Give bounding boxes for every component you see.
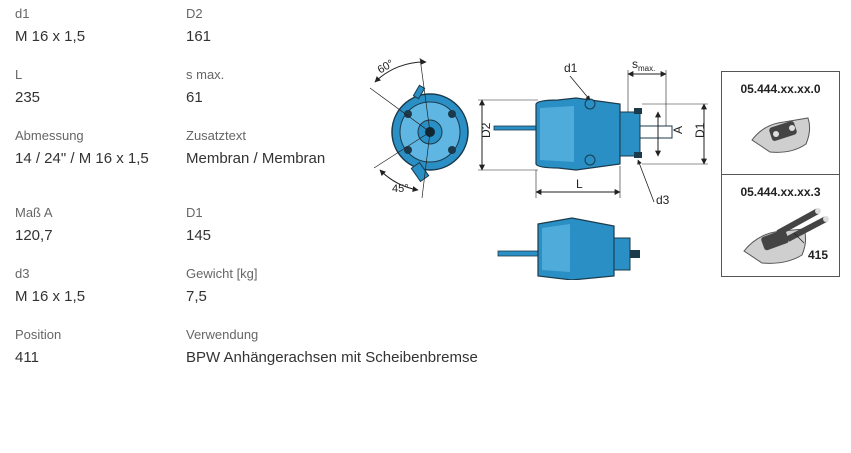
spec-L: L 235: [15, 67, 40, 107]
spec-label: Maß A: [15, 205, 53, 220]
angle-45-label: 45°: [392, 183, 409, 195]
dim-d3-label: d3: [656, 193, 670, 207]
spec-position: Position 411: [15, 327, 61, 367]
dim-L-label: L: [576, 177, 583, 191]
spec-D1: D1 145: [186, 205, 211, 245]
spec-label: d3: [15, 266, 30, 281]
spec-label: s max.: [186, 67, 225, 82]
spec-label: Position: [15, 327, 62, 342]
front-view: 60° 45°: [369, 58, 469, 199]
spec-label: D1: [186, 205, 203, 220]
variant-code: 05.444.xx.xx.0: [740, 82, 821, 96]
spec-value: BPW Anhängerachsen mit Scheibenbremse: [186, 349, 478, 366]
dim-s-main: s: [632, 57, 638, 71]
spec-s-max: s max. 61: [186, 67, 224, 107]
spec-value: Membran / Membran: [186, 150, 326, 167]
spec-value: 120,7: [15, 227, 53, 244]
dim-s-sub: max.: [638, 64, 655, 73]
spec-label: L: [15, 67, 23, 82]
spec-D2: D2 161: [186, 6, 211, 46]
spec-label: Verwendung: [186, 327, 259, 342]
spec-label: Abmessung: [15, 128, 84, 143]
bottom-view: [497, 217, 640, 280]
variant-divider: [722, 174, 839, 175]
spec-label: d1: [15, 6, 30, 21]
dim-D2-label: D2: [479, 122, 493, 138]
dim-s-label: smax.: [632, 57, 655, 73]
spec-value: 7,5: [186, 288, 207, 305]
dim-D1-label: D1: [693, 122, 707, 138]
spec-label: D2: [186, 6, 203, 21]
spec-zusatztext: Zusatztext Membran / Membran: [186, 128, 325, 168]
spec-verwendung: Verwendung BPW Anhängerachsen mit Scheib…: [186, 327, 478, 367]
side-view: D2 A D1 L d1 smax. d3: [478, 57, 708, 207]
spec-value: 235: [15, 89, 41, 106]
spec-value: 145: [186, 227, 212, 244]
spec-value: M 16 x 1,5: [15, 28, 86, 45]
spec-value: 161: [186, 28, 212, 45]
variant-code: 05.444.xx.xx.3: [740, 185, 821, 199]
spec-mass-a: Maß A 120,7: [15, 205, 53, 245]
spec-abmessung: Abmessung 14 / 24" / M 16 x 1,5: [15, 128, 149, 168]
variant-0: 05.444.xx.xx.0: [722, 72, 839, 174]
spec-label: Gewicht [kg]: [186, 266, 258, 281]
dim-d1-label: d1: [564, 61, 578, 75]
spec-label: Zusatztext: [186, 128, 246, 143]
spec-value: 61: [186, 89, 203, 106]
spec-value: 411: [15, 349, 39, 366]
spec-value: M 16 x 1,5: [15, 288, 86, 305]
spec-value: 14 / 24" / M 16 x 1,5: [15, 150, 149, 167]
dim-A-label: A: [671, 126, 685, 134]
variant-3: 05.444.xx.xx.3 415: [722, 175, 839, 277]
variant-0-image: [751, 117, 811, 153]
spec-d3: d3 M 16 x 1,5: [15, 266, 85, 306]
variant-panel: 05.444.xx.xx.0 05.444.xx.xx.3 415: [721, 71, 840, 277]
variant-3-image: [743, 208, 829, 264]
brake-chamber-drawing: 60° 45° D2 A D1 L d1: [369, 57, 708, 280]
spec-gewicht: Gewicht [kg] 7,5: [186, 266, 258, 306]
variant-position-label: 415: [808, 248, 829, 262]
angle-60-label: 60°: [376, 58, 396, 77]
spec-d1: d1 M 16 x 1,5: [15, 6, 85, 46]
